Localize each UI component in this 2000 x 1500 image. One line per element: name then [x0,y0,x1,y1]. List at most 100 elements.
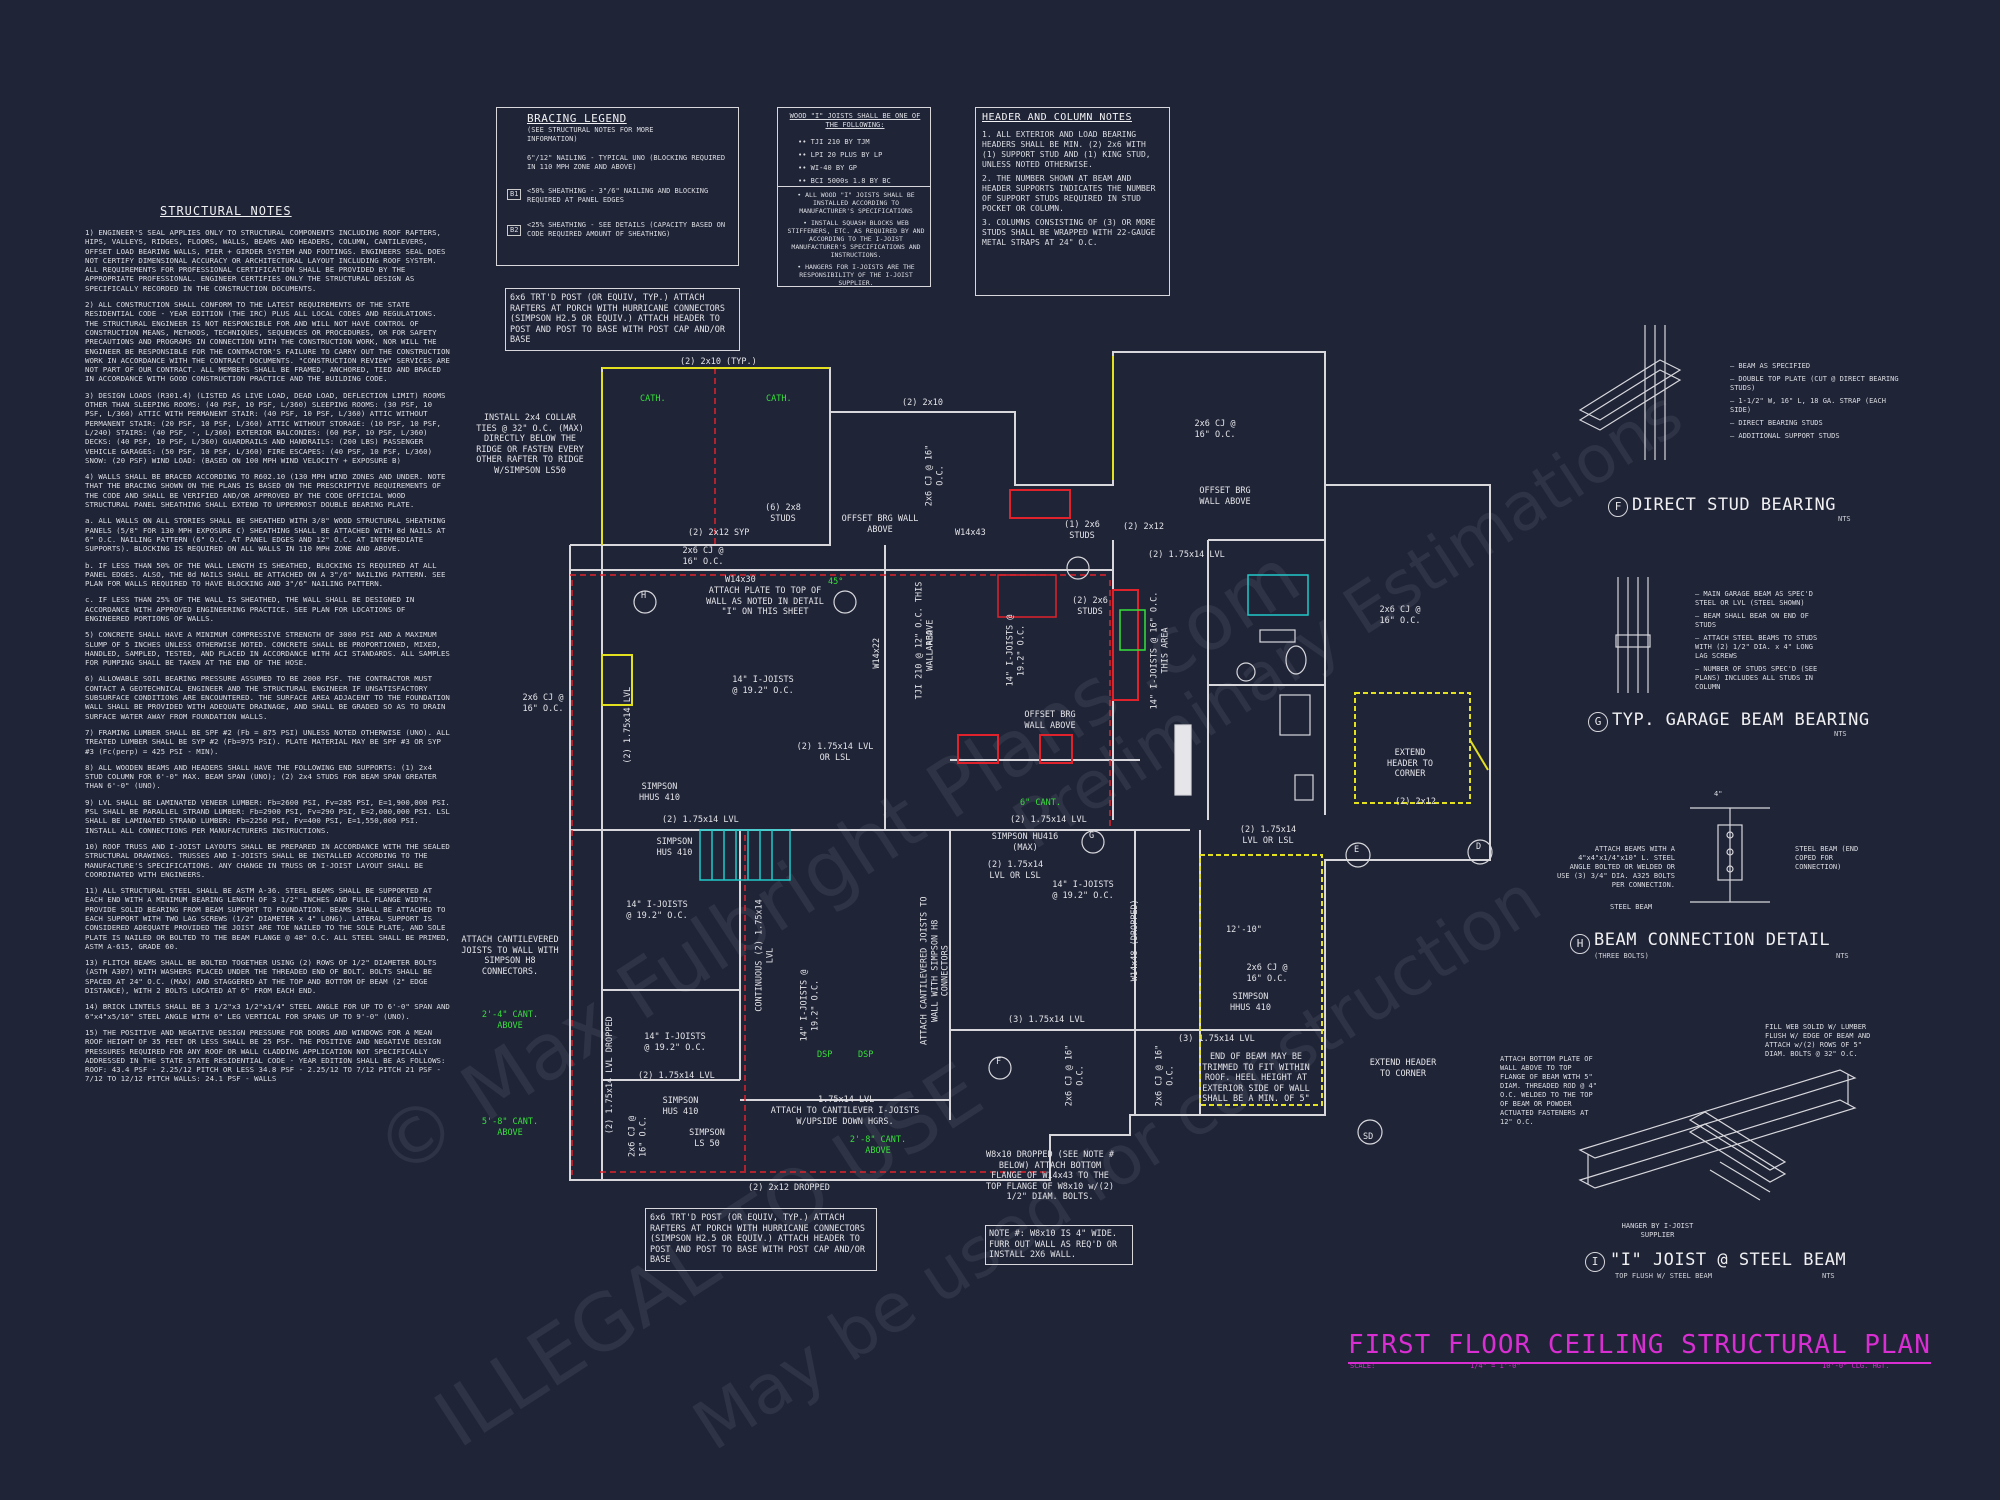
dsp-label-2: DSP [858,1050,874,1060]
ijoist-option: •• WI-40 BY GP [798,164,858,172]
detail-f-label: — DIRECT BEARING STUDS [1730,419,1823,427]
w14x30-label: W14x30 [725,575,756,585]
detail-i-label-3: HANGER BY I-JOIST SUPPLIER [1621,1222,1694,1239]
detail-h-nts: NTS [1836,952,1849,960]
offset-above-label: OFFSET BRG WALL ABOVE [841,514,919,535]
lvl-dropped-label: (2) 1.75x14 LVL DROPPED [604,1016,615,1135]
structural-note-paragraph: 9) LVL SHALL BE LAMINATED VENEER LUMBER:… [85,797,455,835]
cj-r4-label: 2x6 CJ @ 16" O.C. [1154,1044,1176,1107]
bracing-b1-tag: B1 [507,189,522,200]
detail-h-label-3: STEEL BEAM [1610,903,1653,911]
detail-i-label-1: FILL WEB SOLID W/ LUMBER FLUSH W/ EDGE O… [1765,1023,1871,1058]
detail-g-title: TYP. GARAGE BEAM BEARING [1612,710,1870,730]
simpson-hu416-label: SIMPSON HU416 (MAX) [991,832,1059,853]
bracing-item-1: 6"/12" NAILING - TYPICAL UNO (BLOCKING R… [527,154,726,171]
plan-walls [569,351,1491,1181]
structural-note-paragraph: 2) ALL CONSTRUCTION SHALL CONFORM TO THE… [85,300,455,384]
ijoist-option: •• TJI 210 BY TJM [798,138,870,146]
ijoist-low3-label: 14" I-JOISTS @ 19.2" O.C. [644,1032,706,1053]
red-block-4 [1112,589,1139,701]
cant-24-label: 2'-4" CANT. ABOVE [481,1010,539,1031]
ijoist-note: • HANGERS FOR I-JOISTS ARE THE RESPONSIB… [797,263,915,287]
detail-f-drawing [1578,325,1682,460]
header-note-item: 1. ALL EXTERIOR AND LOAD BEARING HEADERS… [982,130,1151,169]
ijoist-box: WOOD "I" JOISTS SHALL BE ONE OF THE FOLL… [777,107,931,287]
cj-r2-label: 2x6 CJ @ 16" O.C. [1246,963,1288,984]
cont-lvl-label: CONTINUOUS (2) 1.75x14 LVL [754,899,776,1012]
cj-left2-label: 2x6 CJ @ 16" O.C. [522,693,564,714]
detail-h-marker: H [1570,934,1590,954]
collar-ties-note: INSTALL 2x4 COLLAR TIES @ 32" O.C. (MAX)… [476,413,584,476]
header-note-item: 2. THE NUMBER SHOWN AT BEAM AND HEADER S… [982,174,1156,213]
porch-post-note-2: 6x6 TRT'D POST (OR EQUIV, TYP.) ATTACH R… [645,1208,877,1271]
extend-header2-label: EXTEND HEADER TO CORNER [1369,1058,1437,1079]
structural-note-paragraph: b. IF LESS THAN 50% OF THE WALL LENGTH I… [85,560,450,589]
detail-g-marker: G [1588,712,1608,732]
bracing-legend-subtitle: (SEE STRUCTURAL NOTES FOR MORE INFORMATI… [527,126,654,143]
detail-g-nts: NTS [1834,730,1847,738]
bracing-item-2: <50% SHEATHING - 3"/6" NAILING AND BLOCK… [527,187,709,204]
structural-notes-body: 1) ENGINEER'S SEAL APPLIES ONLY TO STRUC… [85,228,450,1091]
detail-g-label: — BEAM SHALL BEAR ON END OF STUDS [1695,612,1809,629]
structural-note-paragraph: 6) ALLOWABLE SOIL BEARING PRESSURE ASSUM… [85,674,455,721]
dim-1210-label: 12'-10" [1226,925,1262,935]
cant-6-label: 6" CANT. [1020,798,1061,808]
ijoist-divider [778,186,930,187]
studs-6-label: (6) 2x8 STUDS [765,503,801,524]
detail-f-labels: — BEAM AS SPECIFIED— DOUBLE TOP PLATE (C… [1730,362,1905,445]
attach-cant3-note: ATTACH TO CANTILEVER I-JOISTS W/UPSIDE D… [770,1106,920,1127]
cj-r5-label: 2x6 CJ @ 16" O.C. [627,1116,649,1157]
detail-f-nts: NTS [1838,515,1851,523]
cant-28-label: 2'-8" CANT. ABOVE [849,1135,907,1156]
structural-notes-title: STRUCTURAL NOTES [160,204,292,218]
plan-yellow [601,356,1489,1106]
ijoist-main-label: 14" I-JOISTS @ 19.2" O.C. [732,675,794,696]
cj-right-top-label: 2x6 CJ @ 16" O.C. [1194,419,1236,440]
cath-label-2: CATH. [766,394,792,404]
structural-note-paragraph: 4) WALLS SHALL BE BRACED ACCORDING TO R6… [85,472,450,510]
hdr-2x12-syp-label: (2) 2x12 SYP [688,528,750,538]
mid-2x10-label: (2) 2x10 [902,398,943,408]
detail-i-label-2: ATTACH BOTTOM PLATE OF WALL ABOVE TO TOP… [1500,1055,1597,1126]
cj-r3-label: 2x6 CJ @ 16" O.C. [1064,1044,1086,1107]
structural-note-paragraph: c. IF LESS THAN 25% OF THE WALL IS SHEAT… [85,595,419,623]
lvl-7-label: (2) 1.75x14 LVL [638,1071,715,1081]
detail-f-marker: F [1608,497,1628,517]
lvl-2x14-label: (2) 1.75x14 LVL [1148,550,1225,560]
ijoist-area-label: 14" I-JOISTS @ 16" O.C. THIS AREA [1149,591,1171,710]
header-notes-title: HEADER AND COLUMN NOTES [982,112,1132,123]
deg45-label: 45° [828,577,844,587]
lvl-5-label: (3) 1.75x14 LVL [1008,1015,1085,1025]
lvl-4-label: (2) 1.75x14 LVL OR LSL [986,860,1044,881]
lvl-2-label: (2) 1.75x14 LVL [662,815,739,825]
cj-left-label: 2x6 CJ @ 16" O.C. [682,546,724,567]
w14x22-label: W14x22 [872,637,883,669]
hdr-2x12-label: (2) 2x12 [1123,522,1164,532]
bracing-legend-box: BRACING LEGEND (SEE STRUCTURAL NOTES FOR… [496,107,739,266]
section-e-label: E [1354,845,1360,855]
lvl-1-label: (2) 1.75x14 LVL [623,686,634,764]
offset-above-2-label: OFFSET BRG WALL ABOVE [1199,486,1251,507]
attach-cant-note: ATTACH CANTILEVERED JOISTS TO WALL WITH … [461,935,559,977]
ijoist-note: • INSTALL SQUASH BLOCKS WEB STIFFENERS, … [787,219,925,259]
cant-58-label: 5'-8" CANT. ABOVE [481,1117,539,1138]
structural-note-paragraph: a. ALL WALLS ON ALL STORIES SHALL BE SHE… [85,516,450,554]
ijoist-low-label: 14" I-JOISTS @ 19.2" O.C. [626,900,688,921]
structural-note-paragraph: 14) BRICK LINTELS SHALL BE 3 1/2"x3 1/2"… [85,1002,455,1021]
studs-1-label: (1) 2x6 STUDS [1064,520,1100,541]
simpson-hhus-label: SIMPSON HHUS 410 [639,782,680,803]
section-sd-label: SD [1363,1132,1374,1142]
studs-2-label: (2) 2x6 STUDS [1072,596,1108,617]
top-2x10-label: (2) 2x10 (TYP.) [680,357,757,367]
lvl-6-label: (3) 1.75x14 LVL [1178,1034,1255,1044]
header-notes-box: HEADER AND COLUMN NOTES 1. ALL EXTERIOR … [975,107,1170,296]
wall-above-label: WALL ABOVE [925,619,936,671]
simpson-ls50-label: SIMPSON LS 50 [689,1128,725,1149]
fixtures [1174,629,1314,801]
green-block [1119,609,1146,651]
stair [699,574,1309,881]
detail-h-label-1: ATTACH BEAMS WITH A 4"x4"x1/4"x10" L. ST… [1556,845,1675,889]
detail-i-marker: I [1585,1252,1605,1272]
detail-h-subtitle: (THREE BOLTS) [1594,952,1649,960]
hdr-dropped-label: (2) 2x12 DROPPED [748,1183,830,1193]
